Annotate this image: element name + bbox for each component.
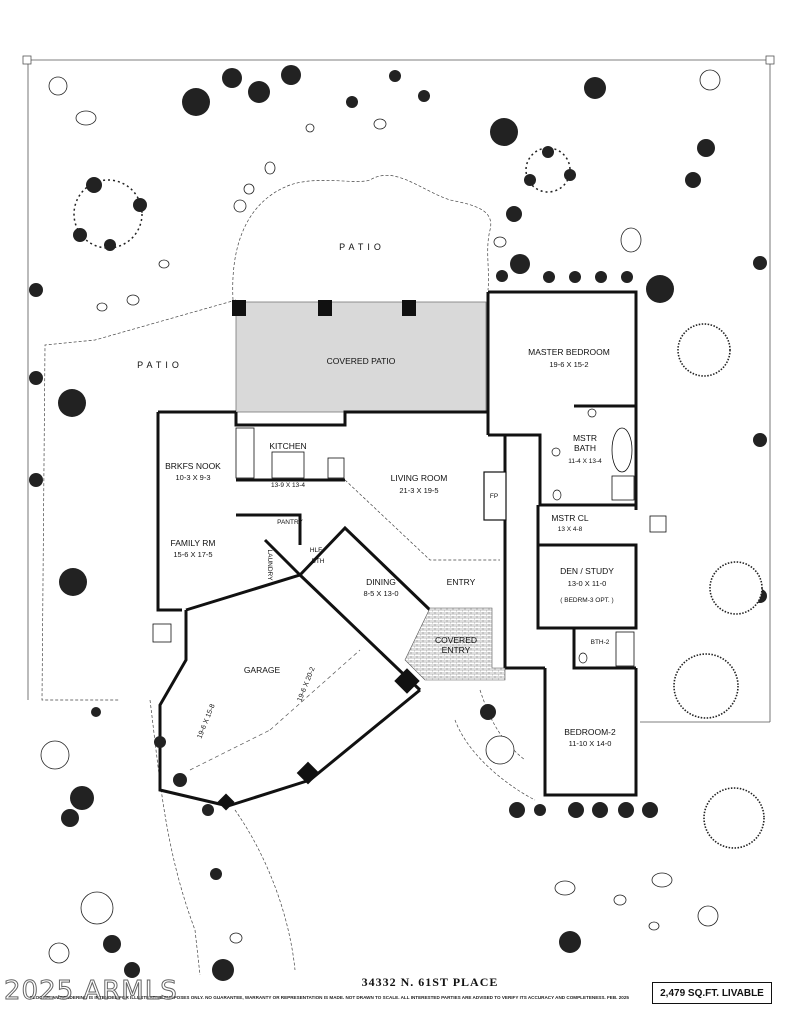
- hlf-bth-label-2: BTH: [312, 558, 325, 565]
- sink: [551, 447, 561, 457]
- master-bedroom-dim: 19-6 X 15-2: [549, 360, 588, 369]
- mstr-bath-dim: 11-4 X 13-4: [568, 458, 602, 465]
- laundry-label: LAUNDRY: [266, 550, 273, 582]
- brkfs-nook-dim: 10-3 X 9-3: [175, 473, 210, 482]
- pantry-label: PANTRY: [277, 519, 303, 526]
- disclaimer-text: FLOORPLAN RENDERING IS INTENDED FOR ILLU…: [30, 995, 629, 1000]
- patio-left-label: PATIO: [137, 360, 183, 370]
- watermark: 2025 ARMLS: [4, 976, 178, 1007]
- kitchen-label: KITCHEN: [269, 441, 306, 451]
- patio-top-label: PATIO: [339, 242, 385, 252]
- garage-post: [394, 668, 420, 694]
- patio-column: [232, 300, 246, 316]
- fireplace-label: FP: [490, 493, 498, 500]
- master-bedroom-label: MASTER BEDROOM: [528, 347, 610, 357]
- kitchen-dim: 13-9 X 13-4: [271, 482, 305, 489]
- family-rm-dim: 15-6 X 17-5: [173, 550, 212, 559]
- room-labels: PATIO PATIO COVERED PATIO MASTER BEDROOM…: [137, 242, 616, 748]
- garage-dim-2: 19-6 X 15-8: [197, 703, 217, 740]
- mstr-cl-dim: 13 X 4-8: [558, 526, 583, 533]
- living-room-dim: 21-3 X 19-5: [399, 486, 438, 495]
- kitchen-counter: [235, 427, 255, 479]
- covered-patio-area: [235, 301, 487, 413]
- kitchen-island: [271, 451, 305, 479]
- brkfs-nook-label: BRKFS NOOK: [165, 461, 221, 471]
- bth2-label: BTH-2: [591, 639, 610, 646]
- covered-entry-label-2: ENTRY: [442, 645, 471, 655]
- hlf-bth-label-1: HLF: [310, 547, 322, 554]
- dining-label: DINING: [366, 577, 396, 587]
- property-address: 34332 N. 61ST PLACE: [361, 975, 499, 989]
- covered-patio-label: COVERED PATIO: [327, 356, 396, 366]
- covered-entry-label-1: COVERED: [435, 635, 477, 645]
- patio-outline: [41, 175, 536, 976]
- mstr-bath-label-2: BATH: [574, 443, 596, 453]
- toilet: [552, 489, 562, 501]
- patio-column: [402, 300, 416, 316]
- equipment-pad: [152, 623, 172, 643]
- refrigerator: [327, 457, 345, 479]
- den-study-note: ( BEDRM-3 OPT. ): [560, 597, 613, 604]
- bedroom2-label: BEDROOM-2: [564, 727, 616, 737]
- living-room-label: LIVING ROOM: [391, 473, 448, 483]
- bathtub: [611, 427, 633, 473]
- bathtub: [615, 631, 635, 667]
- family-rm-label: FAMILY RM: [170, 538, 215, 548]
- den-study-dim: 13-0 X 11-0: [568, 579, 607, 588]
- covered-entry-paving: [404, 607, 506, 681]
- garage-post: [296, 761, 320, 785]
- fireplace: [483, 471, 507, 521]
- shower: [611, 475, 635, 501]
- bedroom2-dim: 11-10 X 14-0: [569, 739, 612, 748]
- livable-area-badge: 2,479 SQ.FT. LIVABLE: [652, 982, 772, 1004]
- garage-doors: [189, 649, 361, 771]
- sink: [587, 408, 597, 418]
- garage-post: [217, 793, 235, 811]
- lot-boundary: [22, 55, 775, 723]
- patio-column: [318, 300, 332, 316]
- garage-label: GARAGE: [244, 665, 281, 675]
- landscaping: [29, 65, 767, 981]
- mstr-cl-label: MSTR CL: [551, 513, 589, 523]
- den-study-label: DEN / STUDY: [560, 566, 614, 576]
- toilet: [578, 652, 588, 664]
- entry-label: ENTRY: [447, 577, 476, 587]
- dining-dim: 8-5 X 13-0: [363, 589, 398, 598]
- mstr-bath-label-1: MSTR: [573, 433, 597, 443]
- house-walls: [156, 290, 638, 808]
- equipment-pad: [649, 515, 667, 533]
